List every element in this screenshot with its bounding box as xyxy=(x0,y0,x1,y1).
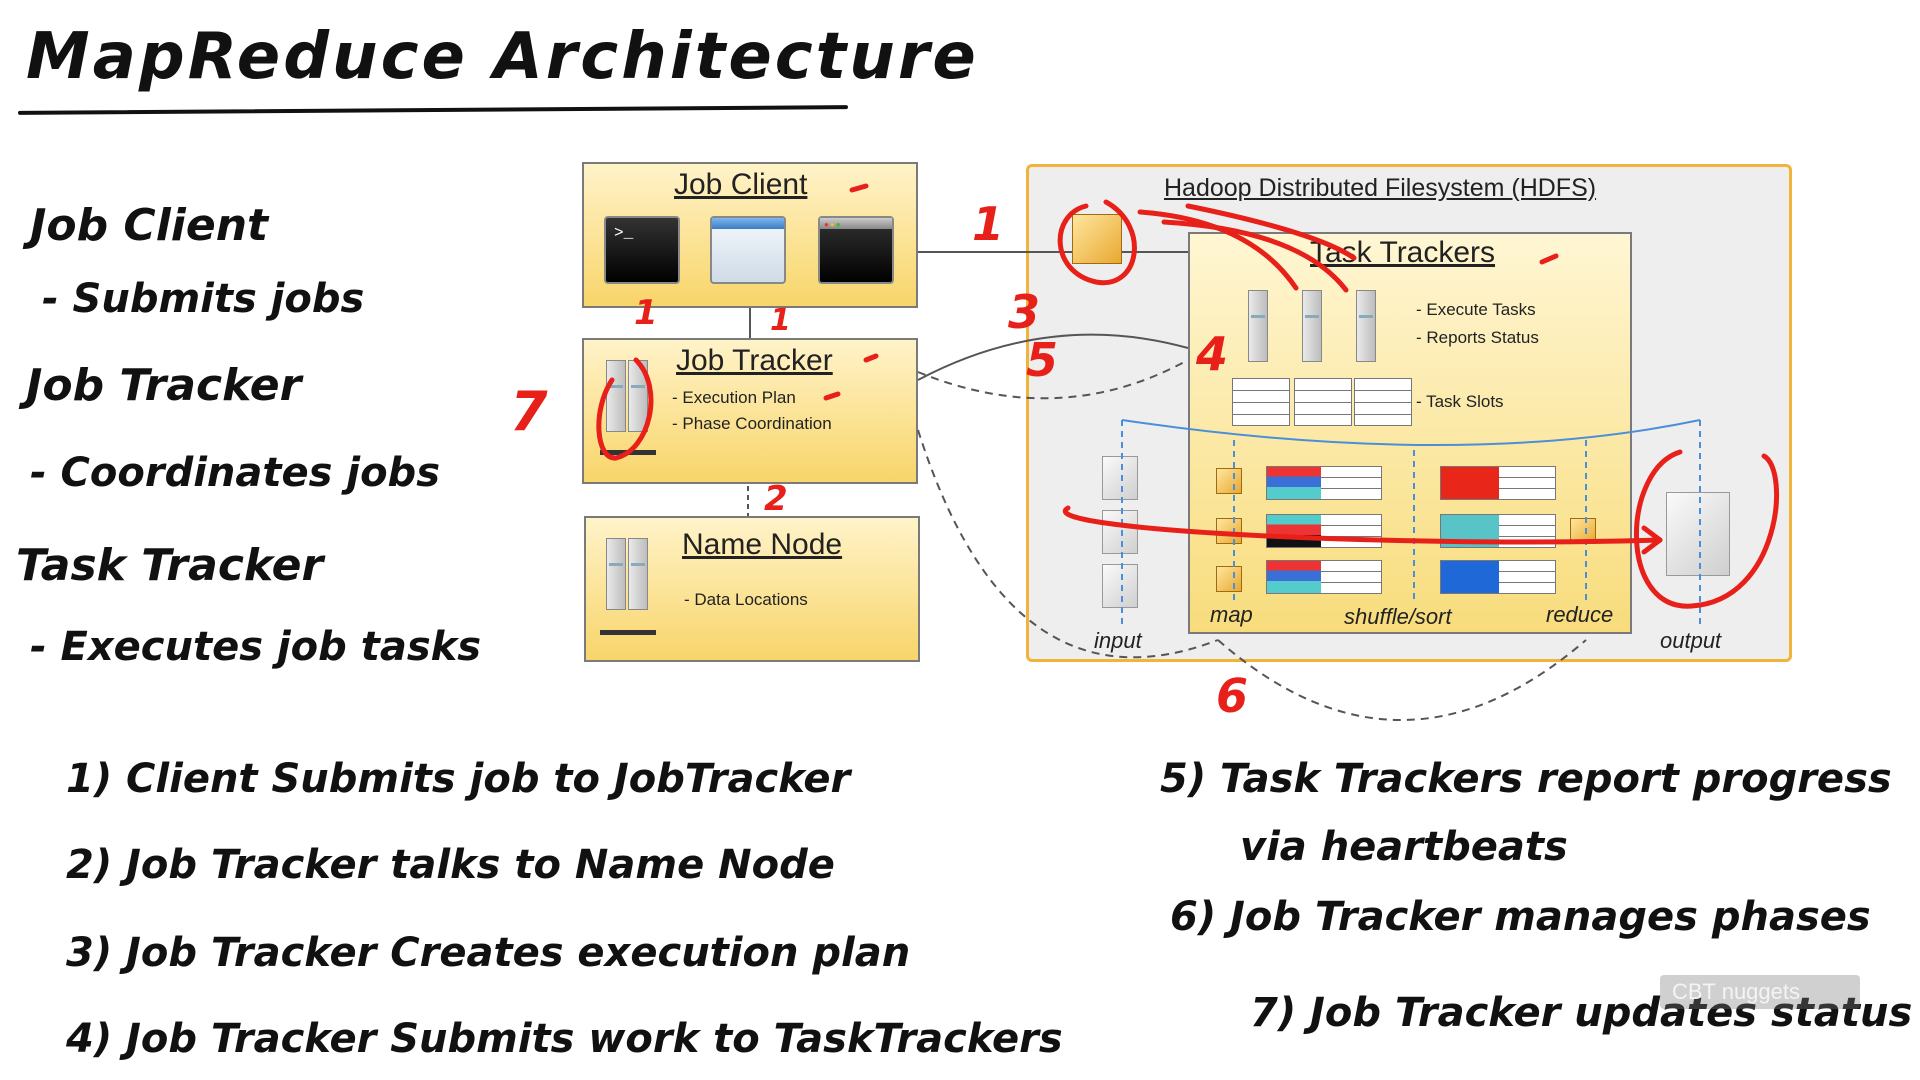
task-slot xyxy=(1354,378,1412,426)
annotation-number: 6 xyxy=(1216,669,1248,723)
annotation-number: 2 xyxy=(764,479,788,519)
server-icon xyxy=(1356,290,1376,362)
note-job-tracker-desc: - Coordinates jobs xyxy=(30,450,440,496)
name-node-title: Name Node xyxy=(682,528,843,561)
hdfs-title: Hadoop Distributed Filesystem (HDFS) xyxy=(1164,174,1597,202)
server-icon xyxy=(1302,290,1322,362)
annotation-number: 1 xyxy=(972,197,1004,251)
note-job-client-desc: - Submits jobs xyxy=(42,276,365,322)
map-label: map xyxy=(1210,602,1253,627)
map-task-icon xyxy=(1216,468,1242,494)
annotation-number: 3 xyxy=(1008,285,1040,339)
task-slots-label: - Task Slots xyxy=(1416,392,1504,411)
window-icon xyxy=(710,216,786,284)
annotation-number: 1 xyxy=(634,293,658,333)
job-client-title: Job Client xyxy=(674,168,808,201)
step-1: 1) Client Submits job to JobTracker xyxy=(66,756,851,802)
terminal-icon: >_ xyxy=(604,216,680,284)
note-task-tracker: Task Tracker xyxy=(16,540,324,591)
input-label: input xyxy=(1094,628,1142,653)
annotation-number: 5 xyxy=(1026,333,1058,387)
task-trackers-line1: - Execute Tasks xyxy=(1416,300,1536,319)
phase-line xyxy=(1217,639,1587,721)
note-job-tracker: Job Tracker xyxy=(26,360,302,411)
annotation-number: 1 xyxy=(770,303,791,338)
input-file-icon xyxy=(1102,456,1138,500)
reduce-input-bar xyxy=(1440,560,1556,594)
server-icon xyxy=(628,538,648,610)
annotation-stroke xyxy=(1185,203,1357,261)
input-file-icon xyxy=(1102,510,1138,554)
output-file-icon xyxy=(1666,492,1730,576)
annotation-tick xyxy=(849,183,869,193)
note-task-tracker-desc: - Executes job tasks xyxy=(30,624,482,670)
step-2: 2) Job Tracker talks to Name Node xyxy=(66,842,835,888)
annotation-number: 7 xyxy=(510,380,548,443)
server-base xyxy=(600,630,656,635)
annotation-flow xyxy=(1062,505,1663,545)
server-icon xyxy=(1248,290,1268,362)
task-slot xyxy=(1294,378,1352,426)
step-4: 4) Job Tracker Submits work to TaskTrack… xyxy=(66,1016,1063,1062)
job-tracker-line1: - Execution Plan xyxy=(672,388,796,407)
annotation-tick xyxy=(823,391,841,401)
annotation-number: 4 xyxy=(1195,327,1228,381)
java-cup-icon xyxy=(1072,214,1122,264)
job-tracker-title: Job Tracker xyxy=(676,344,833,377)
job-tracker-line2: - Phase Coordination xyxy=(672,414,832,433)
map-output-bar xyxy=(1266,560,1382,594)
reduce-label: reduce xyxy=(1546,602,1614,627)
heartbeat-line xyxy=(917,359,1189,400)
annotation-stroke xyxy=(1161,219,1349,293)
input-file-icon xyxy=(1102,564,1138,608)
annotation-circle xyxy=(596,357,654,461)
annotation-circle xyxy=(1633,449,1780,609)
map-output-bar xyxy=(1266,466,1382,500)
note-job-client: Job Client xyxy=(30,200,269,251)
map-output-bar xyxy=(1266,514,1382,548)
step-7: 7) Job Tracker updates status xyxy=(1250,990,1913,1036)
shuffle-guide-curve xyxy=(1121,419,1701,446)
step-6: 6) Job Tracker manages phases xyxy=(1170,894,1871,940)
annotation-tick xyxy=(1539,253,1559,265)
watermark-logo: CBT nuggets xyxy=(1660,975,1860,1009)
step-5-continued: via heartbeats xyxy=(1240,824,1568,870)
output-label: output xyxy=(1660,628,1722,653)
reduce-input-bar xyxy=(1440,466,1556,500)
step-5: 5) Task Trackers report progress xyxy=(1160,756,1892,802)
step-3: 3) Job Tracker Creates execution plan xyxy=(66,930,911,976)
tracker-tasktracker-line xyxy=(917,333,1189,381)
page-title: MapReduce Architecture xyxy=(26,20,979,94)
name-node-line1: - Data Locations xyxy=(684,590,808,609)
shuffle-label: shuffle/sort xyxy=(1344,604,1452,629)
annotation-stroke xyxy=(1137,209,1299,291)
server-icon xyxy=(606,538,626,610)
task-slot xyxy=(1232,378,1290,426)
task-trackers-line2: - Reports Status xyxy=(1416,328,1539,347)
app-window-icon: ●●● xyxy=(818,216,894,284)
annotation-arrow xyxy=(1641,525,1663,555)
map-task-icon xyxy=(1216,566,1242,592)
annotation-circle xyxy=(1057,199,1137,286)
phase-line xyxy=(917,429,1219,659)
annotation-tick xyxy=(863,353,879,363)
